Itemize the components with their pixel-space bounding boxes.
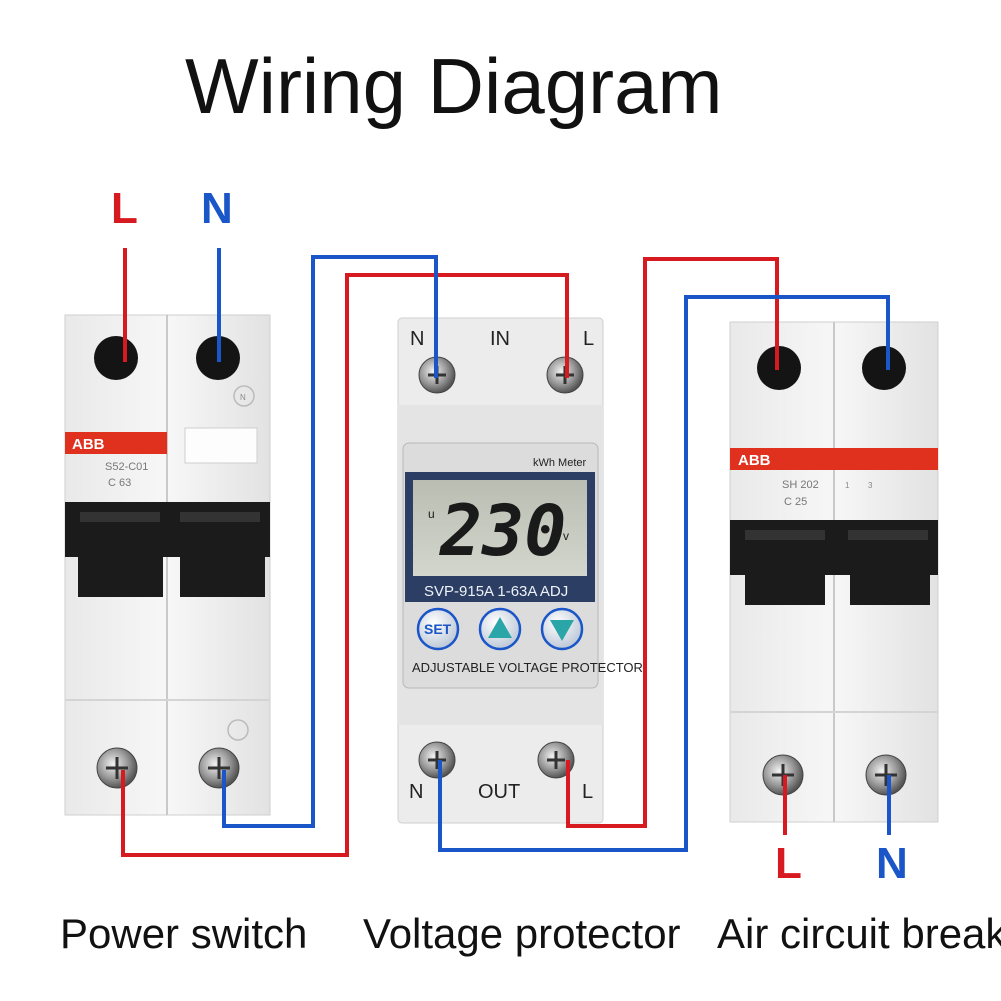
power-switch-brand: ABB [72,436,105,453]
vp-bottom-out-label: OUT [478,781,520,803]
vp-lcd-prefix: u [428,507,435,521]
vp-top-neutral-label: N [410,328,424,350]
wire-protector-to-breaker-line [566,257,779,828]
air-breaker-handle-right [850,575,930,605]
vp-lcd-screen [413,480,587,576]
air-breaker-model: SH 202 [782,479,819,491]
power-switch: N ABB S52-C01 C 63 [64,314,271,816]
diagram-title: Wiring Diagram [185,42,722,130]
vp-bottom-screw-n-slot [428,751,446,769]
wire-protector-to-breaker-neutral [438,295,890,852]
input-neutral-label: N [201,184,233,233]
air-breaker-brand: ABB [738,452,771,469]
power-switch-toggle-bar [65,502,270,557]
air-breaker-bottom-screw-n-slot [875,764,897,786]
power-switch-rating: C 63 [108,477,131,489]
wire-switch-to-protector-neutral [222,255,438,828]
vp-bottom-screw-l-slot [547,751,565,769]
air-breaker-toggle-grip-left [745,530,825,540]
output-neutral-label: N [876,839,908,888]
vp-bottom-neutral-label: N [409,781,423,803]
vp-set-button-label: SET [424,621,452,637]
power-switch-bottom-screw-n-slot [208,757,230,779]
vp-set-button[interactable] [416,607,460,651]
air-breaker-caption: Air circuit breake [717,910,1001,957]
air-breaker-mark-1: 1 [845,481,850,490]
power-switch-n-mark-ring [233,385,255,407]
power-switch-bottom-screw-l-slot [106,757,128,779]
wire-switch-to-protector-line [121,273,569,857]
air-breaker-handle-left [745,575,825,605]
vp-top-line-label: L [583,328,594,350]
air-breaker-mark-3: 3 [868,481,873,490]
vp-meter-label: kWh Meter [533,457,587,469]
power-switch-n-mark: N [240,393,246,402]
vp-lcd-unit: v [563,529,569,543]
triangle-down-icon [550,620,574,641]
vp-bottom-line-label: L [582,781,593,803]
power-switch-top-terminal-l [94,336,138,380]
output-line-label: L [775,839,802,888]
air-breaker-brand-stripe [730,448,938,470]
air-circuit-breaker: ABB SH 202 C 25 1 3 [729,321,939,823]
air-breaker-toggle-grip-right [848,530,928,540]
vp-top-in-label: IN [490,328,510,350]
power-switch-handle-right [180,557,265,597]
power-switch-handle-left [78,557,163,597]
voltage-protector-caption: Voltage protector [363,910,681,957]
air-breaker-top-terminal-n [862,346,906,390]
air-breaker-toggle-bar [730,520,938,575]
input-line-label: L [111,184,138,233]
power-switch-toggle-grip-left [80,512,160,522]
power-switch-toggle-grip-right [180,512,260,522]
power-switch-brand-stripe [65,432,167,454]
power-switch-n-mark-ring-lower [227,719,249,741]
power-switch-model: S52-C01 [105,461,148,473]
power-switch-caption: Power switch [60,910,307,957]
power-switch-label-window [184,427,258,464]
vp-lcd-value: 230 [439,490,566,572]
vp-model: SVP-915A 1-63A ADJ [424,583,568,600]
voltage-protector: N IN L kWh Meter u 230 v SVP-915A 1-63A … [397,317,643,824]
vp-product-name: ADJUSTABLE VOLTAGE PROTECTOR [412,660,643,675]
air-breaker-rating: C 25 [784,496,807,508]
triangle-up-icon [488,617,512,638]
